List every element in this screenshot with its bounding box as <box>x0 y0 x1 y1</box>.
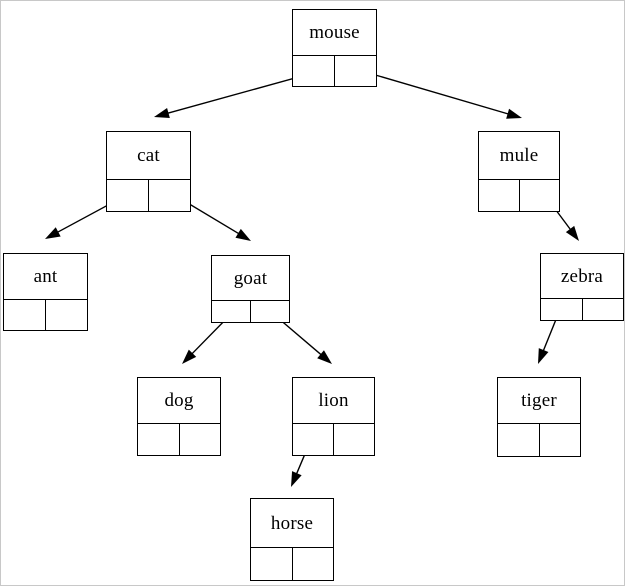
node-pointers-horse <box>251 548 333 580</box>
node-pointers-dog <box>138 424 220 455</box>
edge-arrowhead <box>317 350 332 364</box>
pointer-cell-left-ant[interactable] <box>4 300 46 330</box>
node-label-cat: cat <box>107 132 190 180</box>
node-pointers-lion <box>293 424 374 455</box>
pointer-cell-right-lion[interactable] <box>334 424 374 455</box>
edge-arrowhead <box>182 349 197 364</box>
pointer-cell-right-ant[interactable] <box>46 300 87 330</box>
node-label-dog: dog <box>138 378 220 424</box>
pointer-cell-right-dog[interactable] <box>179 424 220 455</box>
tree-node-mule[interactable]: mule <box>478 131 560 212</box>
edge-arrowhead <box>45 227 61 239</box>
pointer-cell-left-cat[interactable] <box>107 180 149 211</box>
pointer-cell-right-tiger[interactable] <box>539 424 580 456</box>
pointer-cell-right-goat[interactable] <box>251 301 289 322</box>
node-label-mule: mule <box>479 132 559 180</box>
edge-line <box>354 68 511 116</box>
node-pointers-ant <box>4 300 87 330</box>
node-pointers-mouse <box>293 56 376 86</box>
pointer-cell-left-horse[interactable] <box>251 548 293 580</box>
pointer-cell-right-mouse[interactable] <box>335 56 376 86</box>
tree-node-tiger[interactable]: tiger <box>497 377 581 457</box>
edge-mouse-right-to-mule <box>354 68 522 119</box>
edge-arrowhead <box>154 107 170 119</box>
tree-node-zebra[interactable]: zebra <box>540 253 624 321</box>
pointer-cell-right-horse[interactable] <box>292 548 333 580</box>
pointer-cell-left-zebra[interactable] <box>541 299 583 320</box>
tree-node-lion[interactable]: lion <box>292 377 375 456</box>
edge-arrowhead <box>565 225 579 241</box>
edge-arrowhead <box>506 108 522 119</box>
pointer-cell-left-goat[interactable] <box>212 301 251 322</box>
node-label-mouse: mouse <box>293 10 376 56</box>
node-pointers-cat <box>107 180 190 211</box>
tree-node-ant[interactable]: ant <box>3 253 88 331</box>
tree-node-goat[interactable]: goat <box>211 255 290 323</box>
node-label-horse: horse <box>251 499 333 548</box>
node-label-ant: ant <box>4 254 87 300</box>
node-pointers-goat <box>212 301 289 322</box>
pointer-cell-right-mule[interactable] <box>519 180 559 211</box>
pointer-cell-right-cat[interactable] <box>149 180 190 211</box>
tree-node-mouse[interactable]: mouse <box>292 9 377 87</box>
pointer-cell-right-zebra[interactable] <box>582 299 623 320</box>
pointer-cell-left-tiger[interactable] <box>498 424 540 456</box>
edge-arrowhead <box>538 348 549 364</box>
pointer-cell-left-lion[interactable] <box>293 424 334 455</box>
node-pointers-tiger <box>498 424 580 456</box>
tree-node-cat[interactable]: cat <box>106 131 191 212</box>
node-label-goat: goat <box>212 256 289 301</box>
node-label-zebra: zebra <box>541 254 623 299</box>
edge-arrowhead <box>235 228 251 241</box>
pointer-cell-left-mouse[interactable] <box>293 56 335 86</box>
node-label-tiger: tiger <box>498 378 580 424</box>
node-pointers-mule <box>479 180 559 211</box>
node-label-lion: lion <box>293 378 374 424</box>
pointer-cell-left-mule[interactable] <box>479 180 520 211</box>
tree-node-horse[interactable]: horse <box>250 498 334 581</box>
tree-node-dog[interactable]: dog <box>137 377 221 456</box>
node-pointers-zebra <box>541 299 623 320</box>
edge-arrowhead <box>291 471 302 487</box>
pointer-cell-left-dog[interactable] <box>138 424 180 455</box>
